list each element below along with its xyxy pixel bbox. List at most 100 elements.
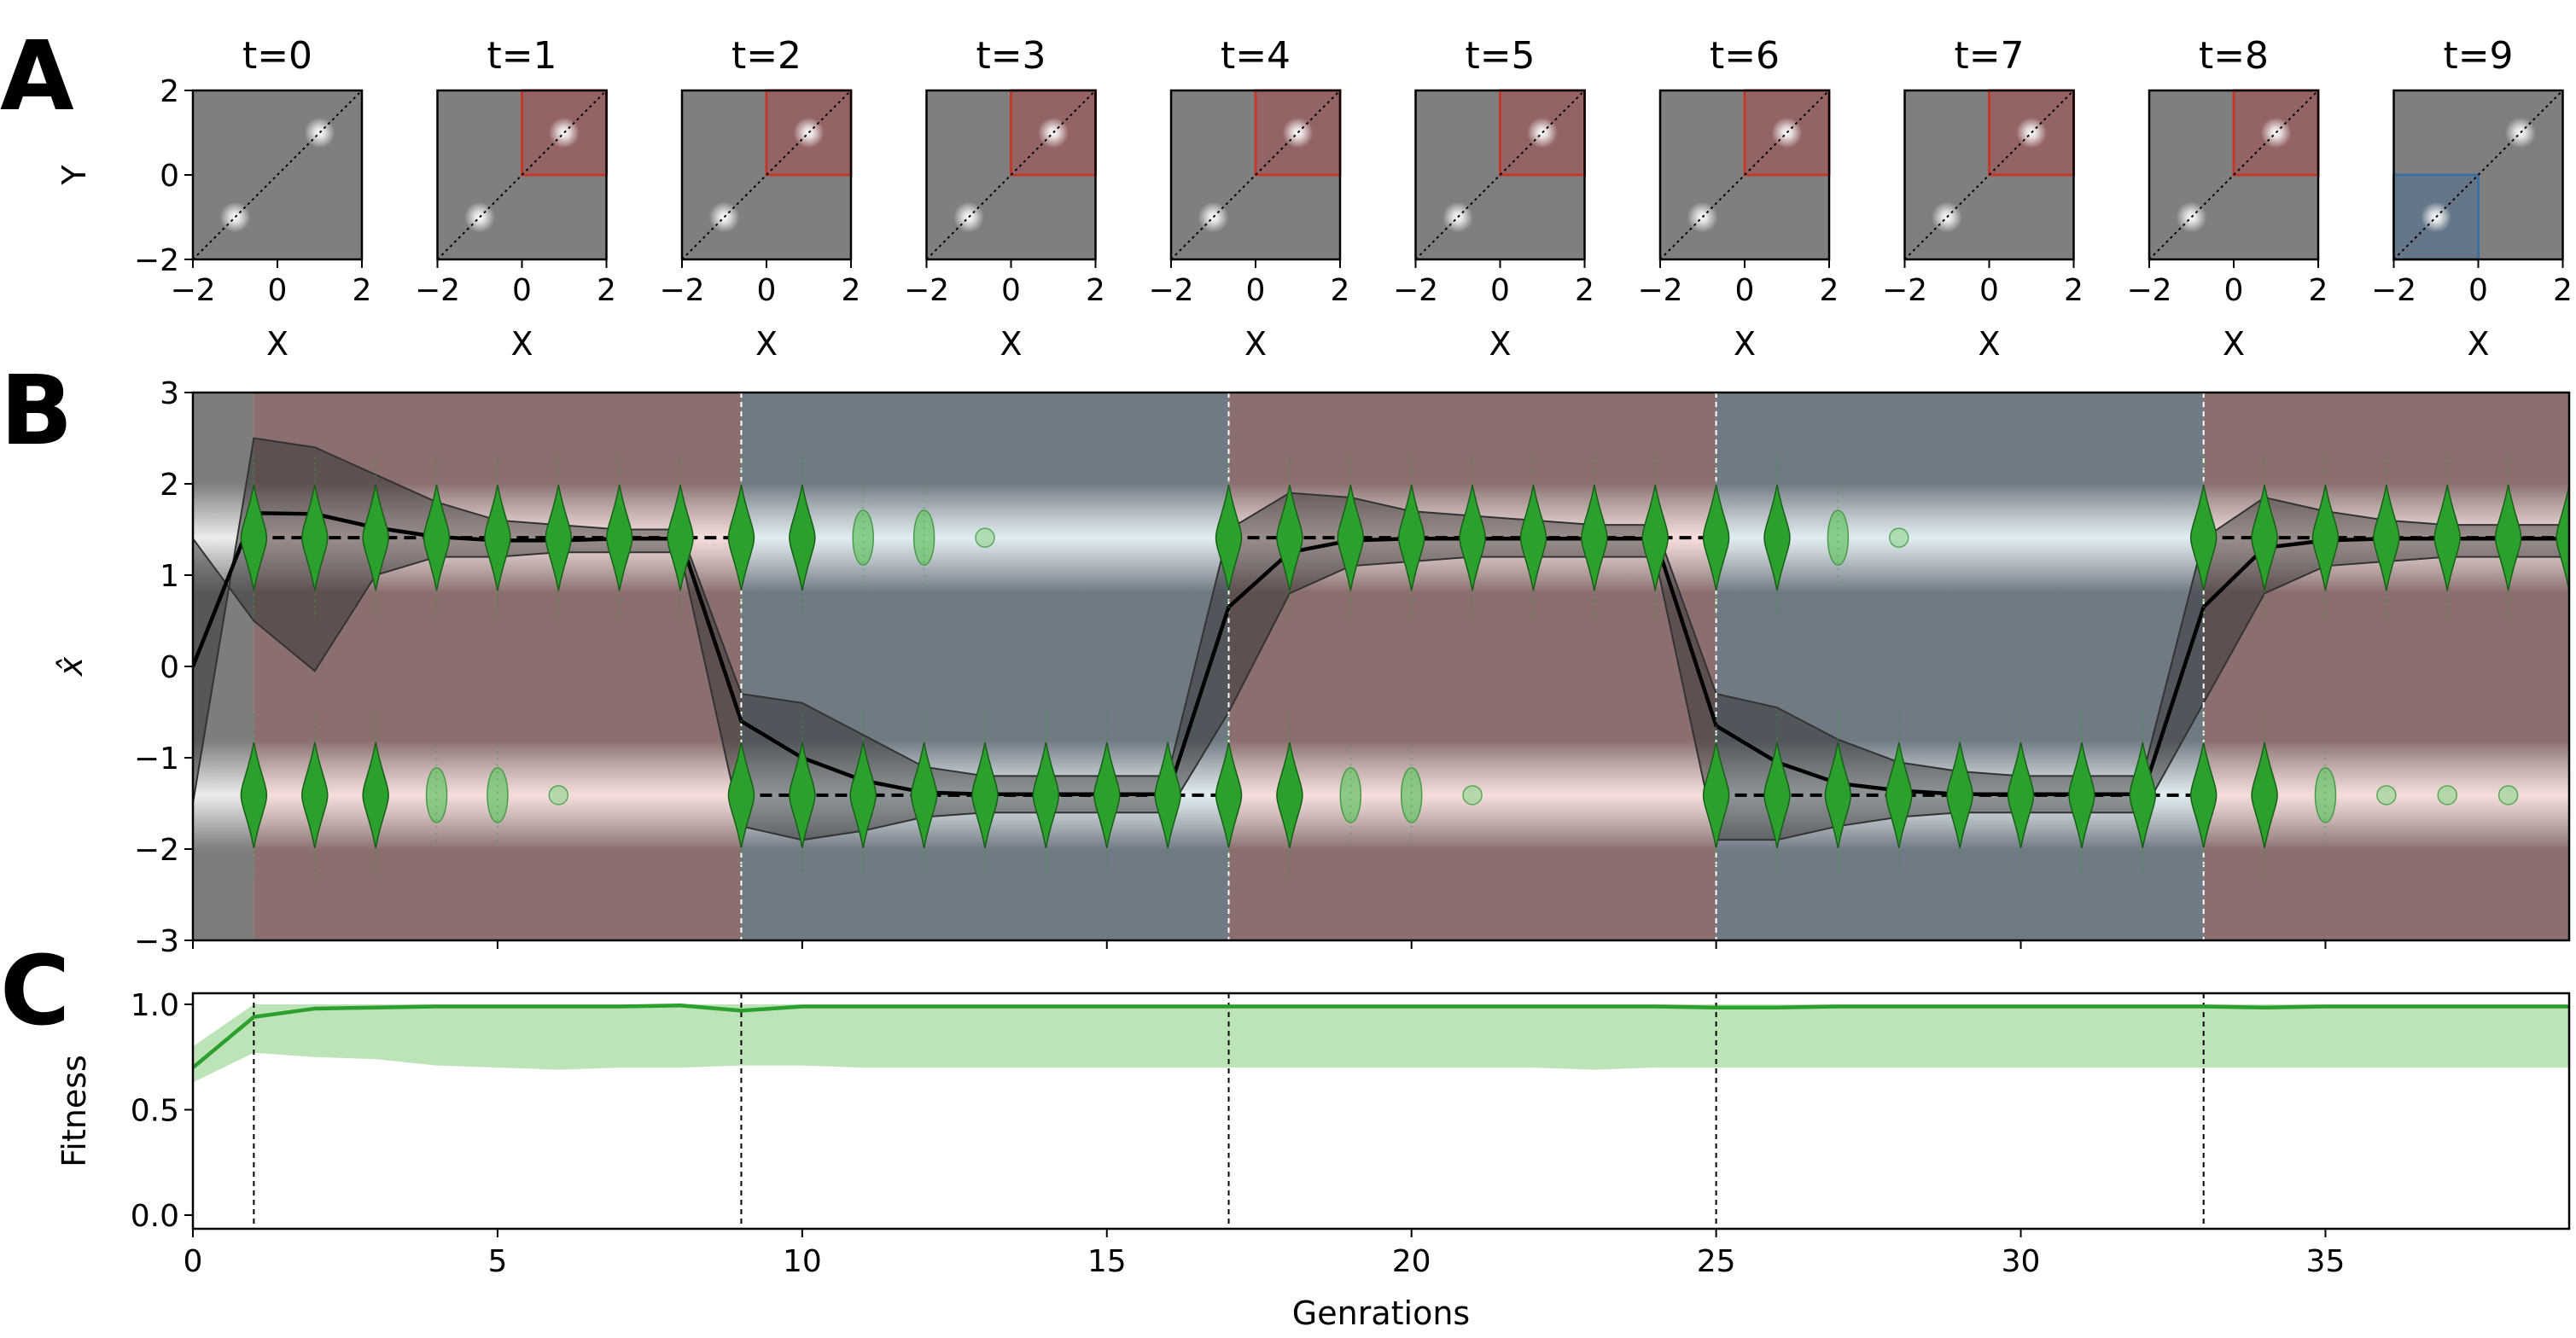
population-violin	[1397, 484, 1425, 591]
x-tick-label: 30	[2002, 1244, 2041, 1279]
population-remnant	[548, 785, 569, 806]
y-tick-label: 0	[160, 159, 179, 194]
panel-letter-b: B	[0, 356, 73, 467]
population-violin	[240, 742, 268, 849]
x-axis-label: X	[510, 325, 533, 363]
x-tick-label: 2	[1331, 273, 1350, 308]
population-cluster	[912, 509, 935, 566]
panel-letter-a: A	[0, 21, 74, 132]
x-axis-label: X	[1244, 325, 1267, 363]
fitness-ridge	[1716, 482, 2204, 593]
x-tick-label: 0	[757, 273, 777, 308]
fitness-band	[193, 1004, 2569, 1083]
population-violin	[545, 484, 573, 591]
x-tick-label: 2	[353, 273, 372, 308]
population-violin	[301, 484, 329, 591]
x-tick-label: 2	[2064, 273, 2084, 308]
population-violin	[1093, 742, 1121, 849]
y-tick-label: 2	[160, 74, 179, 109]
diagonal-line	[436, 90, 608, 260]
population-violin	[362, 484, 389, 591]
population-violin	[2556, 484, 2569, 591]
x-tick-label: 5	[487, 1244, 507, 1279]
y-tick-label: 3	[160, 376, 179, 411]
x-axis-label: X	[755, 325, 778, 363]
x-tick-label: −2	[415, 273, 460, 308]
population-violin	[605, 484, 633, 591]
x-tick-label: 0	[1246, 273, 1266, 308]
x-tick-label: 15	[1087, 1244, 1127, 1279]
x-tick-label: 25	[1697, 1244, 1736, 1279]
x-tick-label: 0	[1001, 273, 1021, 308]
x-tick-label: 0	[1490, 273, 1510, 308]
population-cluster	[487, 767, 509, 823]
x-tick-label: 0	[2224, 273, 2244, 308]
population-violin	[2433, 484, 2461, 591]
population-violin	[1946, 742, 1973, 849]
population-violin	[849, 742, 877, 849]
y-axis-label: x̂	[52, 656, 90, 677]
diagonal-line	[1903, 90, 2075, 260]
panel-letter-c: C	[0, 936, 70, 1047]
population-violin	[2189, 484, 2218, 591]
subplot-title: t=1	[487, 34, 557, 78]
subplot-title: t=2	[731, 34, 801, 78]
mean-fitness-line	[191, 1003, 2569, 1069]
diagonal-line	[1170, 90, 1341, 260]
x-tick-label: −2	[904, 273, 949, 308]
x-axis-label: X	[2223, 325, 2245, 363]
population-violin	[240, 484, 268, 591]
x-tick-label: 10	[783, 1244, 822, 1279]
x-tick-label: 0	[268, 273, 288, 308]
y-axis-label: Fitness	[55, 1055, 93, 1167]
subplot-title: t=8	[2199, 34, 2269, 78]
x-axis-label: X	[1978, 325, 2000, 363]
population-violin	[2007, 742, 2035, 849]
population-violin	[1763, 742, 1791, 849]
y-tick-label: −2	[134, 243, 179, 278]
population-cluster	[1339, 767, 1362, 823]
x-axis-label: X	[1734, 325, 1756, 363]
x-tick-label: 0	[184, 1244, 203, 1279]
diagonal-line	[925, 90, 1097, 260]
diagonal-line	[1414, 90, 1586, 260]
x-axis-label: X	[1489, 325, 1511, 363]
population-violin	[789, 484, 816, 591]
population-violin	[667, 484, 694, 591]
axes-frame	[191, 992, 2571, 1230]
y-tick-label: 1	[160, 559, 179, 594]
population-violin	[727, 742, 755, 849]
y-tick-label: 1.0	[131, 988, 179, 1023]
population-remnant	[975, 527, 995, 548]
subplot-title: t=0	[242, 34, 312, 78]
population-violin	[1276, 484, 1303, 591]
subplot-title: t=6	[1710, 34, 1780, 78]
x-tick-label: 0	[1735, 273, 1755, 308]
subplot-title: t=7	[1954, 34, 2024, 78]
x-tick-label: 2	[2553, 273, 2573, 308]
population-violin	[423, 484, 451, 591]
x-tick-label: 2	[842, 273, 861, 308]
population-violin	[2251, 484, 2278, 591]
x-axis-label: X	[1000, 325, 1022, 363]
diagonal-line	[2148, 90, 2319, 260]
mean-phenotype-line	[193, 510, 2569, 797]
population-violin	[971, 742, 999, 849]
population-remnant	[2376, 785, 2397, 806]
x-tick-label: −2	[2126, 273, 2171, 308]
x-tick-label: −2	[1882, 273, 1927, 308]
population-violin	[1581, 484, 1608, 591]
population-violin	[727, 484, 755, 591]
population-violin	[1276, 742, 1303, 849]
x-tick-label: 0	[2468, 273, 2488, 308]
y-tick-label: 0.5	[131, 1094, 179, 1129]
x-tick-label: 2	[1575, 273, 1594, 308]
